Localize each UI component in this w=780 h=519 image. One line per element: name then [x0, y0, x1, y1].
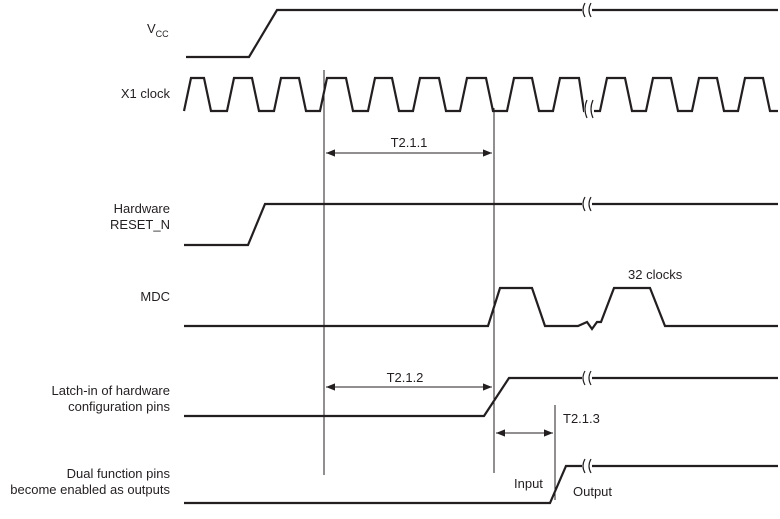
latch-break-mark	[582, 370, 592, 386]
vcc-waveform	[186, 8, 778, 59]
svg-text:VCC: VCC	[147, 21, 169, 39]
clocks-label: 32 clocks	[628, 267, 683, 282]
t212-label: T2.1.2	[387, 370, 424, 385]
t213-label: T2.1.3	[563, 411, 600, 426]
latch-waveform	[184, 376, 778, 418]
vcc-label-sub: CC	[156, 29, 169, 39]
mdc-label: MDC	[140, 289, 170, 304]
reset-label-line1: Hardware	[114, 201, 170, 216]
latch-label-line2: configuration pins	[68, 399, 170, 414]
x1-clock-waveform	[182, 76, 778, 113]
vcc-label: VCC	[147, 21, 169, 39]
output-label: Output	[573, 484, 612, 499]
dual-waveform	[184, 464, 778, 505]
reset-waveform	[184, 202, 778, 247]
latch-label-line1: Latch-in of hardware	[51, 383, 170, 398]
dual-label-line2: become enabled as outputs	[10, 482, 170, 497]
dual-break-mark	[582, 458, 592, 474]
t211-label: T2.1.1	[391, 135, 428, 150]
input-label: Input	[514, 476, 543, 491]
dual-label-line1: Dual function pins	[67, 466, 171, 481]
vcc-break-mark	[582, 2, 592, 18]
x1-clock-label: X1 clock	[121, 86, 171, 101]
reset-label-line2: RESET_N	[110, 217, 170, 232]
reset-break-mark	[582, 196, 592, 212]
x1-break-mark	[584, 99, 594, 119]
vcc-label-main: V	[147, 21, 156, 36]
mdc-waveform	[184, 286, 778, 331]
